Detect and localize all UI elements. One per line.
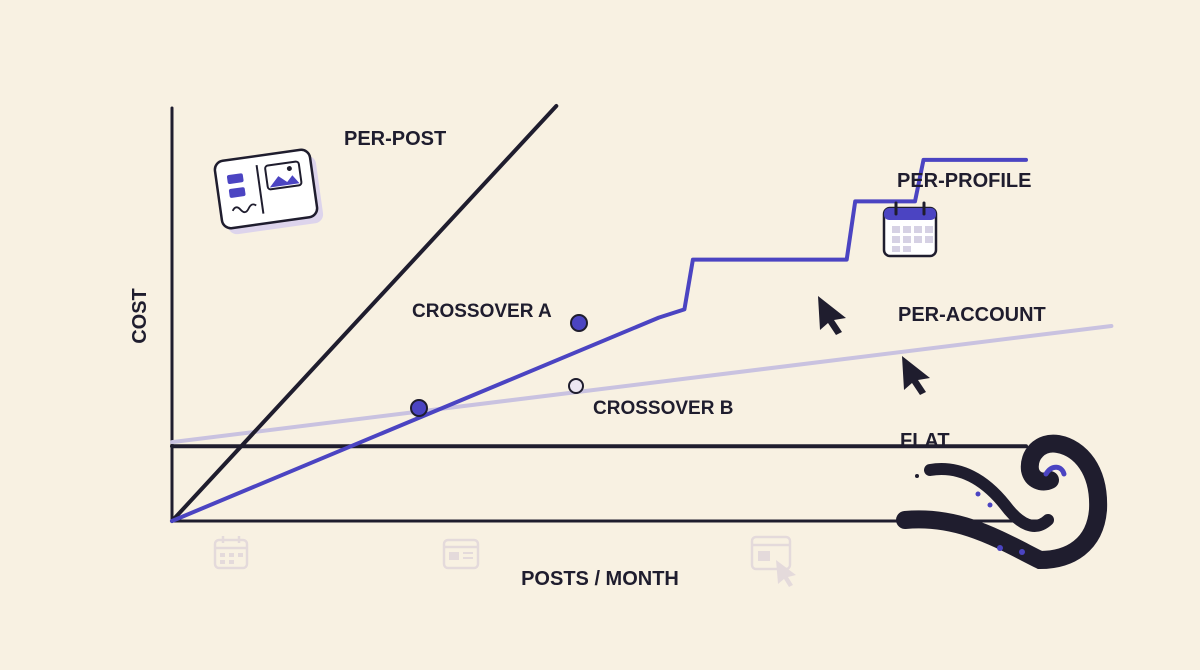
annotation-crossover-a: CROSSOVER A: [412, 301, 552, 322]
series-label-per-account: PER-ACCOUNT: [898, 304, 1046, 326]
cursor-icon: [902, 356, 930, 395]
series-label-flat: FLAT: [900, 430, 950, 452]
series-line-per-account: [170, 324, 1114, 445]
y-axis-label: COST: [129, 288, 151, 344]
intersection-point: [410, 399, 428, 417]
scheduled-post-axis-icon: [750, 535, 796, 587]
tentacle-swirl-icon: [896, 434, 1108, 570]
series-line-per-post: [170, 104, 559, 523]
series-label-per-post: PER-POST: [344, 128, 446, 150]
series-line-per-profile: [170, 157, 1028, 523]
annotation-crossover-b: CROSSOVER B: [593, 398, 733, 419]
cursor-icon: [818, 296, 846, 335]
x-axis-label: POSTS / MONTH: [521, 568, 679, 590]
post-card-icon: [213, 148, 324, 235]
series-layer: [170, 104, 1114, 523]
calendar-axis-icon: [213, 536, 249, 570]
calendar-icon: [882, 201, 938, 258]
crossover-b-point: [568, 378, 584, 394]
post-card-axis-icon: [442, 538, 480, 570]
crossover-a-point: [570, 314, 588, 332]
series-label-per-profile: PER-PROFILE: [897, 170, 1031, 192]
